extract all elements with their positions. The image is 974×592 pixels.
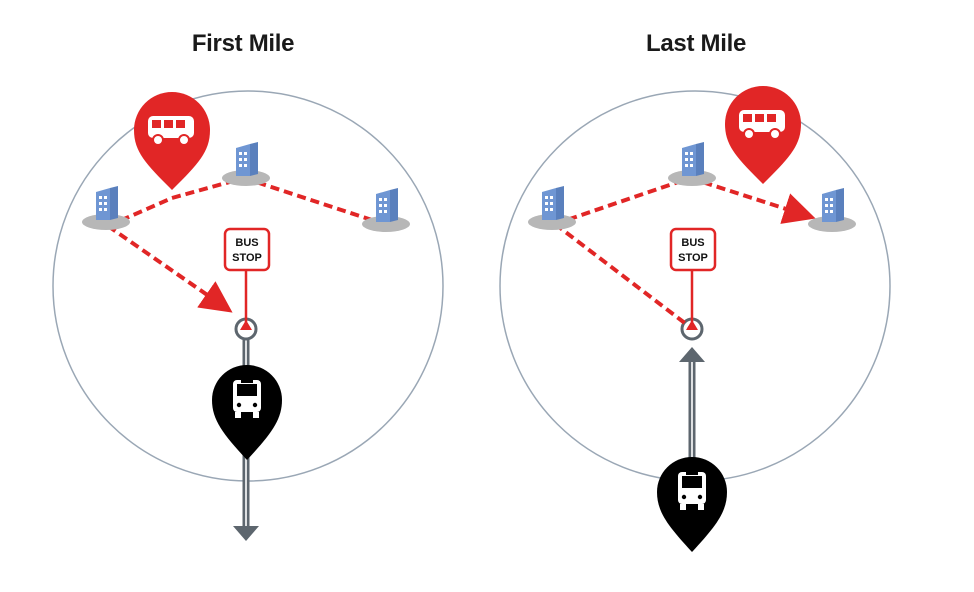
van-icon [724, 85, 802, 185]
bus-stop-sign-line1: BUS [235, 237, 258, 249]
bus-icon [212, 365, 282, 460]
first-mile-panel: BUS STOP [52, 90, 444, 541]
bus-stop-sign-icon: BUS STOP [223, 227, 271, 272]
building-icon [808, 188, 856, 232]
first-mile-title: First Mile [191, 30, 295, 57]
bus-stop-sign-icon: BUS STOP [669, 227, 717, 272]
bus-icon [657, 457, 727, 552]
arrow-icon [233, 526, 259, 541]
arrow-icon [679, 347, 705, 362]
building-icon [222, 142, 270, 186]
building-icon [668, 142, 716, 186]
building-icon [528, 186, 576, 230]
bus-stop-sign-line1: BUS [681, 237, 704, 249]
last-mile-panel: BUS STOP [499, 85, 891, 552]
last-mile-title: Last Mile [646, 30, 746, 57]
demand-responsive-route [553, 176, 816, 329]
bus-stop-sign-line2: STOP [232, 252, 262, 264]
bus-stop-sign-line2: STOP [678, 252, 708, 264]
building-icon [82, 186, 130, 230]
building-icon [362, 188, 410, 232]
van-icon [133, 91, 211, 191]
